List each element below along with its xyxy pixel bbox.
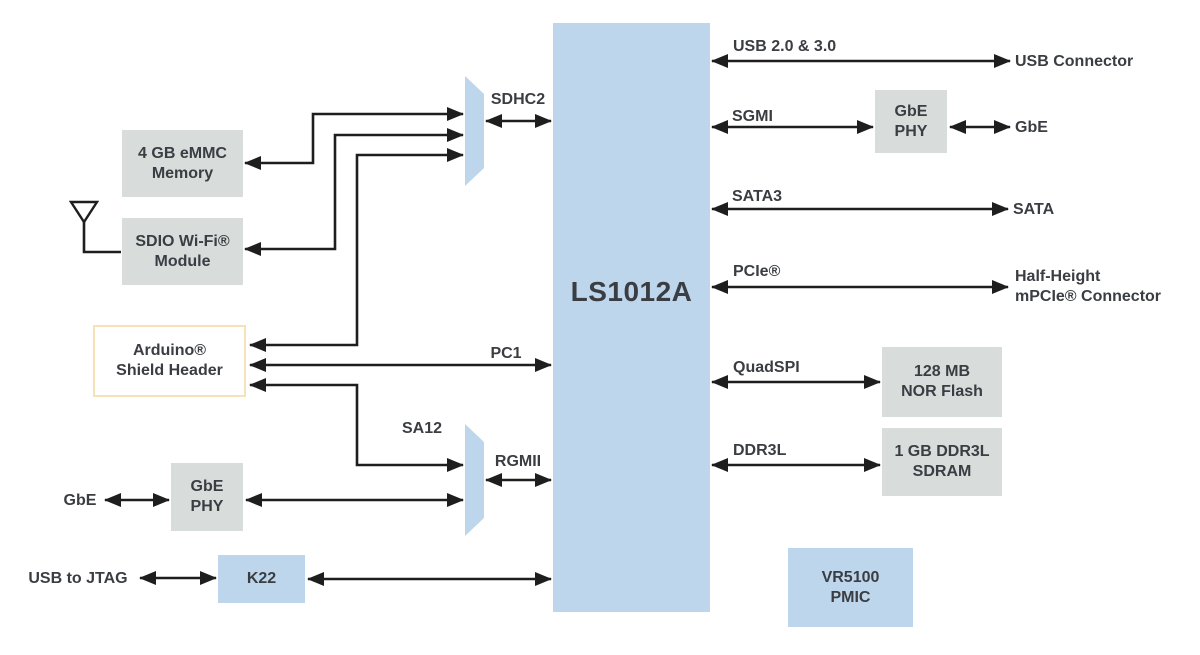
k22-box: K22 <box>218 555 305 603</box>
pc1-bus-label: PC1 <box>490 345 522 362</box>
gbe-right-label: GbE <box>1015 119 1048 136</box>
quadspi-bus-label: QuadSPI <box>733 359 800 376</box>
sata-endpoint-label: SATA <box>1013 201 1055 218</box>
pcie-bus-label: PCIe® <box>733 263 781 280</box>
sa12-mux-label: SA12 <box>401 420 443 437</box>
arduino-sdhc2-arrow <box>249 148 464 352</box>
antenna-icon <box>68 200 121 254</box>
sdhc2-bus-label: SDHC2 <box>490 91 546 108</box>
usb-jtag-label: USB to JTAG <box>28 570 128 587</box>
sa12-mux-shape <box>465 424 484 536</box>
ddr3l-bus-label: DDR3L <box>733 442 787 459</box>
soc-box: LS1012A <box>553 23 710 612</box>
emmc-box: 4 GB eMMC Memory <box>122 130 243 197</box>
arduino-sa12-arrow <box>249 378 464 472</box>
sdio-wifi-box: SDIO Wi-Fi® Module <box>122 218 243 285</box>
soc-label: LS1012A <box>570 276 693 307</box>
rgmii-bus-label: RGMII <box>494 453 542 470</box>
usb-bus-label: USB 2.0 & 3.0 <box>733 38 837 55</box>
gbe-left-label: GbE <box>63 492 97 509</box>
usb-connector-label: USB Connector <box>1015 53 1134 70</box>
sgmi-bus-label: SGMI <box>732 108 773 125</box>
arduino-shield-box: Arduino® Shield Header <box>93 325 246 397</box>
mpcie-connector-label: Half-Height mPCIe® Connector <box>1015 268 1162 305</box>
gbe-phy-left-box: GbE PHY <box>171 463 243 531</box>
nor-flash-box: 128 MB NOR Flash <box>882 347 1002 417</box>
sata3-bus-label: SATA3 <box>732 188 783 205</box>
sdram-box: 1 GB DDR3L SDRAM <box>882 428 1002 496</box>
pmic-box: VR5100 PMIC <box>788 548 913 627</box>
sdio-sdhc2-arrow <box>244 128 464 256</box>
sdhc2-mux-shape <box>465 76 484 186</box>
gbe-phy-right-box: GbE PHY <box>875 90 947 153</box>
